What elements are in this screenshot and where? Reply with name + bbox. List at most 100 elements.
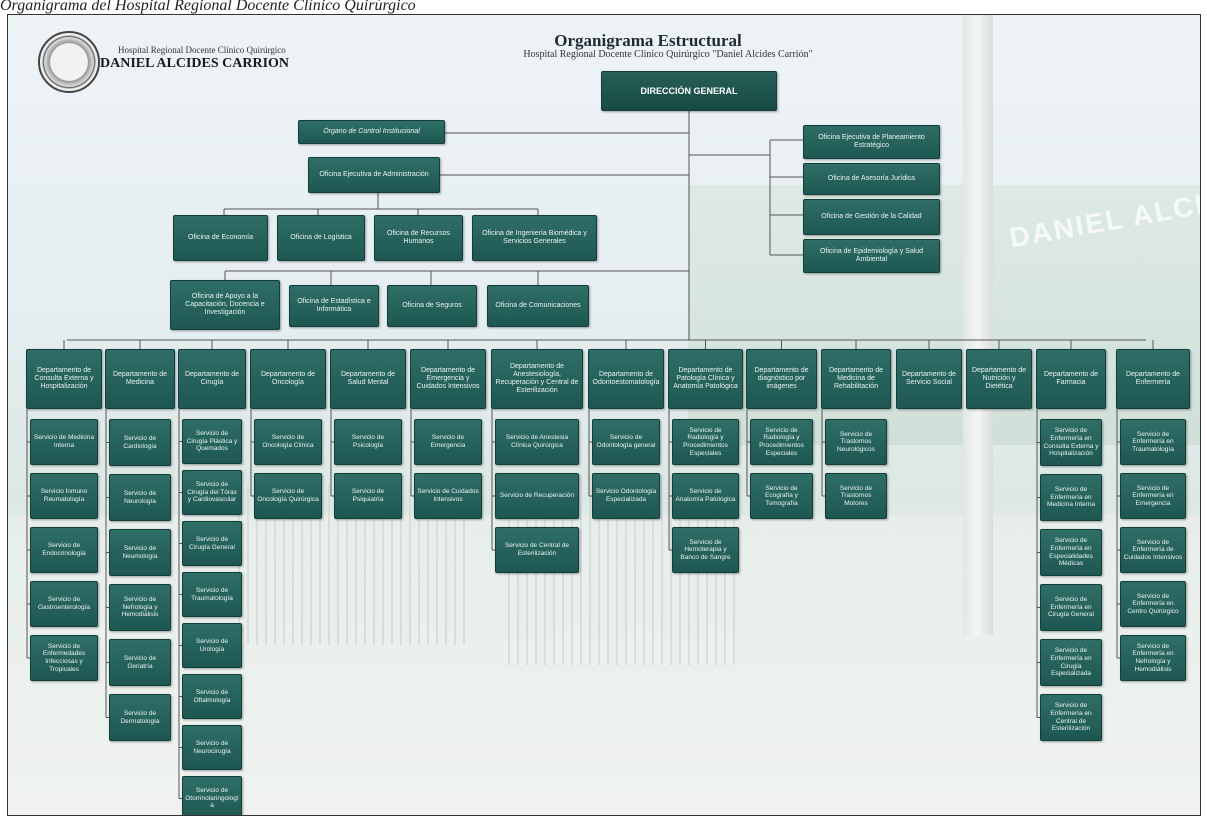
department-box: Departamento de Anestesiología, Recupera… [491,349,583,409]
department-box: Departamento de Enfermería [1116,349,1190,409]
department-label: Departamento de Anestesiología, Recupera… [495,362,579,395]
service-label: Servicio de Enfermería en Traumatología [1132,430,1174,453]
service-label: Servicio de Enfermería en Cirugía Especi… [1050,647,1092,678]
service-box: Servicio de Oncología Quirúrgica [254,473,322,519]
advisory-office-box: Oficina de Epidemiología y Salud Ambient… [803,239,940,273]
service-box: Servicio de Radiología y Procedimientos … [750,419,813,465]
service-box: Servicio de Anestesia Clínica Quirúrgica [495,419,579,465]
service-label: Servicio de Oncología Quirúrgica [257,488,319,503]
service-box: Servicio de Enfermería en Consulta Exter… [1040,419,1102,466]
service-label: Servicio de Enfermería en Centro Quirúrg… [1127,592,1179,615]
department-label: Departamento de Medicina de Rehabilitaci… [828,366,884,391]
service-box: Servicio de Medicina Interna [30,419,98,465]
service-box: Servicio Odontología Especializada [592,473,660,519]
service-label: Servicio de Enfermería en Central de Est… [1050,702,1092,733]
department-box: Departamento de Medicina de Rehabilitaci… [821,349,891,409]
department-box: Departamento de Medicina [105,349,175,409]
service-label: Servicio de Neurocirugía [193,739,231,755]
service-box: Servicio de Ecografía y Tomografía [750,473,813,519]
service-box: Servicio de Cirugía Plástica y Quemados [182,419,242,464]
department-label: Departamento de Odontoestomatología [592,370,660,386]
service-box: Servicio de Psiquiatría [334,473,402,519]
department-box: Departamento de Consulta Externa y Hospi… [26,349,102,409]
service-box: Servicio de Traumatología [182,572,242,617]
service-box: Servicio de Trastornos Neurológicos [825,419,887,465]
service-label: Servicio de Enfermería en Consulta Exter… [1043,427,1099,458]
department-box: Departamento de Cirugía [178,349,246,409]
service-label: Servicio de Oftalmología [193,688,231,704]
department-box: Departamento de Servicio Social [896,349,962,409]
service-label: Servicio de Traumatología [191,586,233,602]
service-box: Servicio de Odontología general [592,419,660,465]
department-label: Departamento de Consulta Externa y Hospi… [34,366,94,391]
service-box: Servicio de Nefrología y Hemodiálisis [109,584,171,631]
service-box: Servicio de Trastornos Motores [825,473,887,519]
department-label: Departamento de Oncología [260,370,316,386]
department-box: Departamento de Salud Mental [330,349,406,409]
service-box: Servicio de Enfermería en Medicina Inter… [1040,474,1102,521]
department-label: Departamento de Enfermería [1125,370,1181,386]
support-office-box: Oficina de Seguros [387,285,477,327]
connector-lines [26,111,1154,799]
service-label: Servicio de Central de Esterilización [505,542,569,557]
service-label: Servicio de Psiquiatría [351,488,385,503]
admin-office-box: Oficina de Ingeniería Biomédica y Servic… [472,215,597,261]
service-box: Servicio de Enfermería en Emergencia [1120,473,1186,519]
service-label: Servicio de Neumología [122,544,158,560]
service-label: Servicio de Enfermedades Infecciosas y T… [42,642,86,673]
org-chart-frame: DANIEL ALCIDES Hospital Regional Docente… [7,14,1201,816]
service-box: Servicio de Enfermería en Especialidades… [1040,529,1102,576]
department-label: Departamento de Salud Mental [340,370,396,386]
service-label: Servicio de Neurología [123,489,157,505]
service-box: Servicio de Cardiología [109,419,171,466]
service-box: Servicio de Cuidados Intensivos [414,473,482,519]
service-box: Servicio de Oftalmología [182,674,242,719]
hospital-logo-icon [38,31,100,93]
service-label: Servicio de Enfermería en Cirugía Genera… [1048,596,1094,619]
department-box: Departamento de Emergencia y Cuidados In… [410,349,486,409]
service-box: Servicio de Emergencia [414,419,482,465]
department-label: Departamento de Patología Clínica y Anat… [673,366,738,391]
service-box: Servicio de Enfermería en Traumatología [1120,419,1186,465]
service-label: Servicio de Oncología Clínica [262,434,314,449]
service-label: Servicio de Nefrología y Hemodiálisis [121,596,159,619]
service-label: Servicio de Cirugía Plástica y Quemados [186,430,238,453]
service-box: Servicio Inmuno Reumatología [30,473,98,519]
service-label: Servicio de Trastornos Neurológicos [837,430,875,453]
chart-title: Organigrama Estructural [554,31,742,50]
service-label: Servicio de Gastroenterología [37,596,91,611]
chart-subtitle: Hospital Regional Docente Clinico Quirúr… [523,49,813,60]
department-label: Departamento de Servicio Social [901,370,957,386]
support-office-box: Oficina de Apoyo a la Capacitación, Doce… [170,280,280,330]
department-label: Departamento de diagnóstico por imágenes [754,366,809,391]
service-label: Servicio de Enfermería en Emergencia [1132,484,1174,507]
service-label: Servicio de Hemoterapia y Banco de Sangr… [680,538,731,561]
logo-subtitle: Hospital Regional Docente Clínico Quirúr… [118,45,286,55]
service-label: Servicio de Otorrinolaringología [185,787,239,810]
service-box: Servicio de Enfermería en Nefrología y H… [1120,635,1186,681]
service-label: Servicio de Radiología y Procedimientos … [683,426,728,457]
support-office-box: Oficina de Comunicaciones [487,285,589,327]
service-label: Servicio de Trastornos Motores [839,484,873,507]
oficina-ejecutiva-admin-box: Oficina Ejecutiva de Administración [308,157,440,193]
service-label: Servicio de Enfermería en Medicina Inter… [1046,486,1096,509]
service-box: Servicio de Urología [182,623,242,668]
service-label: Servicio de Anestesia Clínica Quirúrgica [505,434,569,449]
service-box: Servicio de Radiología y Procedimientos … [672,419,739,465]
service-box: Servicio de Hemoterapia y Banco de Sangr… [672,527,739,573]
service-label: Servicio de Ecografía y Tomografía [765,484,798,507]
service-label: Servicio de Emergencia [430,434,466,449]
service-label: Servicio de Cuidados Intensivos [417,488,479,503]
service-box: Servicio de Cirugía del Tórax y Cardiova… [182,470,242,515]
department-label: Departamento de Emergencia y Cuidados In… [416,366,480,391]
service-label: Servicio de Geriatría [123,654,157,670]
department-box: Departamento de diagnóstico por imágenes [746,349,817,409]
service-box: Servicio de Enfermería en Centro Quirúrg… [1120,581,1186,627]
organo-control-box: Órgano de Control Institucional [298,120,445,144]
service-box: Servicio de Neurocirugía [182,725,242,770]
service-label: Servicio de Enfermería en Especialidades… [1049,537,1093,568]
service-label: Servicio de Odontología general [596,434,656,449]
advisory-office-box: Oficina de Gestión de la Calidad [803,199,940,235]
service-box: Servicio de Neumología [109,529,171,576]
logo-name: DANIEL ALCIDES CARRION [100,56,290,71]
